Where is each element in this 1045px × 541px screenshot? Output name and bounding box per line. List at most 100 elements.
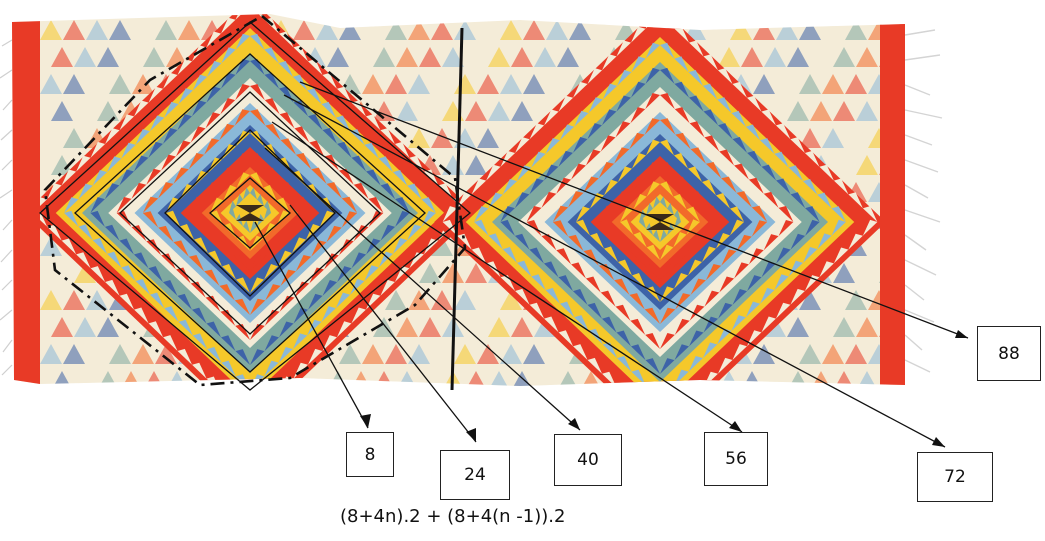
background-triangle	[63, 344, 85, 364]
tooth-triangle	[116, 211, 132, 228]
tooth-triangle	[731, 110, 746, 127]
background-triangle	[592, 20, 614, 40]
tooth-triangle	[307, 59, 323, 75]
tooth-triangle	[131, 225, 147, 242]
tooth-triangle	[47, 183, 62, 200]
tooth-triangle	[571, 262, 586, 279]
background-triangle	[419, 317, 441, 337]
background-triangle	[902, 101, 905, 121]
tooth-triangle	[573, 344, 588, 360]
tooth-triangle	[660, 118, 676, 135]
tooth-triangle	[378, 251, 393, 268]
tooth-triangle	[544, 316, 559, 333]
tooth-triangle	[250, 14, 265, 20]
background-triangle	[339, 344, 361, 364]
tooth-triangle	[292, 237, 306, 253]
tooth-triangle	[689, 330, 704, 347]
tooth-triangle	[221, 390, 235, 406]
background-triangle	[40, 74, 62, 94]
tooth-triangle	[221, 360, 236, 377]
tooth-triangle	[380, 224, 396, 241]
tooth-triangle	[618, 259, 632, 276]
background-triangle	[74, 371, 96, 386]
ring-count-formula: (8+4n).2 + (8+4(n -1)).2	[340, 506, 566, 527]
tooth-triangle	[630, 107, 646, 124]
tooth-triangle	[234, 298, 250, 315]
tooth-triangle	[164, 306, 179, 322]
tooth-triangle	[517, 260, 532, 277]
tooth-triangle	[64, 210, 79, 227]
tooth-triangle	[778, 220, 794, 237]
background-triangle	[845, 128, 867, 148]
tooth-triangle	[531, 274, 546, 291]
background-triangle	[408, 74, 430, 94]
tooth-triangle	[205, 112, 221, 129]
tooth-triangle	[236, 130, 250, 147]
tooth-triangle	[311, 240, 327, 257]
tooth-triangle	[243, 220, 250, 233]
background-triangle	[109, 20, 131, 40]
background-triangle	[465, 101, 487, 121]
tooth-triangle	[471, 247, 487, 264]
count-box-8: 8	[346, 432, 394, 477]
tooth-triangle	[775, 123, 791, 140]
tooth-triangle	[761, 164, 777, 181]
tooth-triangle	[674, 209, 681, 222]
background-triangle	[385, 74, 407, 94]
tooth-triangle	[208, 250, 222, 267]
tooth-triangle	[295, 153, 312, 170]
background-triangle	[523, 344, 545, 364]
tooth-triangle	[604, 246, 618, 262]
tooth-triangle	[590, 233, 604, 249]
background-triangle	[350, 47, 372, 67]
tooth-triangle	[660, 413, 674, 429]
background-triangle	[396, 371, 418, 386]
tooth-triangle	[135, 129, 150, 145]
tooth-triangle	[257, 194, 264, 207]
tooth-triangle	[502, 178, 518, 195]
tooth-triangle	[366, 169, 381, 186]
tooth-triangle	[116, 196, 132, 213]
tooth-triangle	[660, 67, 675, 84]
background-triangle	[833, 317, 855, 337]
tooth-triangle	[600, 135, 616, 152]
background-triangle	[902, 263, 905, 283]
background-triangle	[465, 263, 487, 283]
tooth-triangle	[674, 399, 688, 415]
tooth-triangle	[61, 238, 77, 255]
background-triangle	[810, 317, 832, 337]
background-triangle	[350, 317, 372, 337]
tooth-triangle	[394, 266, 410, 282]
background-triangle	[580, 47, 602, 67]
tooth-triangle	[632, 153, 646, 169]
tooth-triangle	[278, 346, 293, 363]
tooth-triangle	[690, 191, 706, 208]
tooth-triangle	[220, 72, 236, 89]
background-triangle	[511, 317, 533, 337]
background-triangle	[500, 290, 522, 310]
background-triangle	[74, 101, 96, 121]
tooth-triangle	[660, 332, 675, 349]
tooth-triangle	[148, 321, 164, 338]
tooth-triangle	[500, 219, 515, 236]
background-triangle	[120, 371, 142, 386]
background-triangle	[822, 344, 844, 364]
tooth-triangle	[778, 205, 794, 222]
tooth-triangle	[526, 205, 542, 222]
tooth-triangle	[574, 110, 589, 127]
tooth-triangle	[746, 330, 762, 347]
tooth-triangle	[47, 224, 62, 241]
tooth-triangle	[689, 95, 704, 112]
background-triangle	[776, 74, 798, 94]
tooth-triangle	[599, 220, 615, 237]
background-triangle	[86, 74, 108, 94]
tooth-triangle	[558, 150, 573, 167]
background-triangle	[833, 47, 855, 67]
tooth-triangle	[264, 98, 280, 115]
tooth-triangle	[311, 167, 327, 184]
background-triangle	[373, 371, 395, 386]
tooth-triangle	[688, 259, 702, 276]
tooth-triangle	[618, 166, 632, 182]
tooth-triangle	[105, 128, 120, 144]
